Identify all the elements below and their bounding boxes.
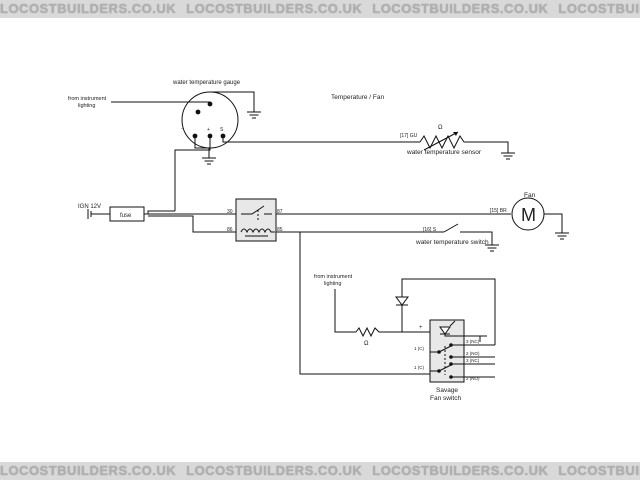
relay-contact-icon [241, 205, 265, 215]
sensor-wire-tag: [17] GU [400, 133, 418, 139]
temp-switch-contact-icon [443, 223, 459, 233]
wire-85-to-savage [299, 232, 430, 375]
fan-label: Fan [524, 192, 536, 199]
gauge-pin-plus-label: + [207, 127, 210, 133]
resistor-icon [355, 326, 430, 338]
sensor-resistor-icon [419, 134, 509, 153]
sensor-label: water temperature sensor [406, 149, 482, 156]
savage-pin-upper-nc: 3 (NC) [466, 339, 480, 344]
sensor-variable-arrow-icon [423, 131, 459, 151]
instrument-lighting-bottom-label: from instrument lighting [314, 274, 354, 287]
gauge-label: water temperature gauge [172, 80, 241, 86]
watermark-text: LOCOSTBUILDERS.CO.UK [186, 463, 363, 478]
savage-pin-lower-no: 2 (NO) [466, 376, 480, 381]
savage-plus-label: + [419, 325, 423, 331]
watermark-band-top: LOCOSTBUILDERS.CO.UK LOCOSTBUILDERS.CO.UK… [0, 0, 640, 18]
wire-diode-to-switch [401, 278, 496, 345]
relay-icon [235, 198, 277, 242]
resistor-omega: Ω [364, 341, 369, 347]
ign-label: IGN 12V [78, 204, 101, 210]
relay-pin-30: 30 [227, 209, 233, 215]
wire-savage-led-earth [444, 334, 481, 342]
watermark-text: LOCOSTBUILDERS.CO.UK [0, 463, 177, 478]
wire-fuse-to-relay-86 [148, 215, 236, 233]
relay-pin-87: 87 [277, 209, 283, 215]
sensor-arrow-head-icon [453, 132, 458, 136]
ground-icon [555, 232, 569, 240]
watermark-row-bottom: LOCOSTBUILDERS.CO.UK LOCOSTBUILDERS.CO.UK… [0, 462, 640, 480]
temp-switch-wire-tag: [16] S [423, 227, 437, 233]
watermark-text: LOCOSTBUILDERS.CO.UK [186, 1, 363, 16]
fan-wire-tag: [15] BR [490, 208, 507, 214]
wire-lighting-to-gauge [111, 101, 211, 104]
watermark-text: LOCOSTBUILDERS.CO.UK [0, 1, 177, 16]
wire-fan-earth [544, 213, 563, 233]
watermark-text: LOCOSTBUILDERS.CO.UK [372, 463, 549, 478]
ground-icon [501, 152, 515, 160]
watermark-band-bottom: LOCOSTBUILDERS.CO.UK LOCOSTBUILDERS.CO.UK… [0, 462, 640, 480]
fuse-label: fuse [120, 213, 132, 219]
ground-icon [485, 244, 499, 252]
diagram-title: Temperature / Fan [331, 94, 384, 101]
fan-motor-letter: M [521, 205, 536, 225]
wire-fuse-to-gauge [144, 210, 175, 215]
savage-upper-lever-icon [438, 345, 452, 353]
watermark-text: LOCOSTBUILDERS.CO.UK [558, 463, 640, 478]
savage-switch-label: Savage Fan switch [430, 387, 461, 402]
gauge-lamp-pin-2 [195, 109, 201, 115]
gauge-pin-s-label: S [220, 127, 224, 133]
diode-icon [395, 296, 409, 306]
savage-pin-lower-nc: 3 (NC) [466, 358, 480, 363]
wire-lighting-to-resistor [334, 289, 356, 333]
sensor-omega: Ω [438, 125, 443, 131]
savage-led-ray-icon [449, 320, 456, 327]
instrument-lighting-top-label: from instrument lighting [68, 96, 108, 109]
ground-icon [247, 111, 261, 119]
temp-switch-label: water temperature switch [415, 239, 489, 246]
watermark-text: LOCOSTBUILDERS.CO.UK [372, 1, 549, 16]
wire-gauge-plus-supply [174, 136, 211, 211]
watermark-text: LOCOSTBUILDERS.CO.UK [558, 1, 640, 16]
savage-led-icon [439, 326, 451, 335]
watermark-row-top: LOCOSTBUILDERS.CO.UK LOCOSTBUILDERS.CO.UK… [0, 0, 640, 18]
relay-pin-86: 86 [227, 227, 233, 233]
savage-pin-lower-c: 1 (C) [414, 365, 425, 370]
wire-gauge-earth [210, 91, 255, 112]
wire-gauge-minus-earth [194, 136, 210, 158]
gauge-pin-minus-label: - [181, 126, 183, 132]
ground-icon [202, 157, 216, 165]
wire-gauge-to-sensor [222, 136, 420, 143]
wire-temp-switch-earth [460, 231, 493, 245]
relay-coil-icon [240, 228, 275, 234]
savage-pin-upper-no: 2 (NO) [466, 351, 480, 356]
savage-pin-upper-c: 1 (C) [414, 346, 425, 351]
relay-pin-85: 85 [277, 227, 283, 233]
